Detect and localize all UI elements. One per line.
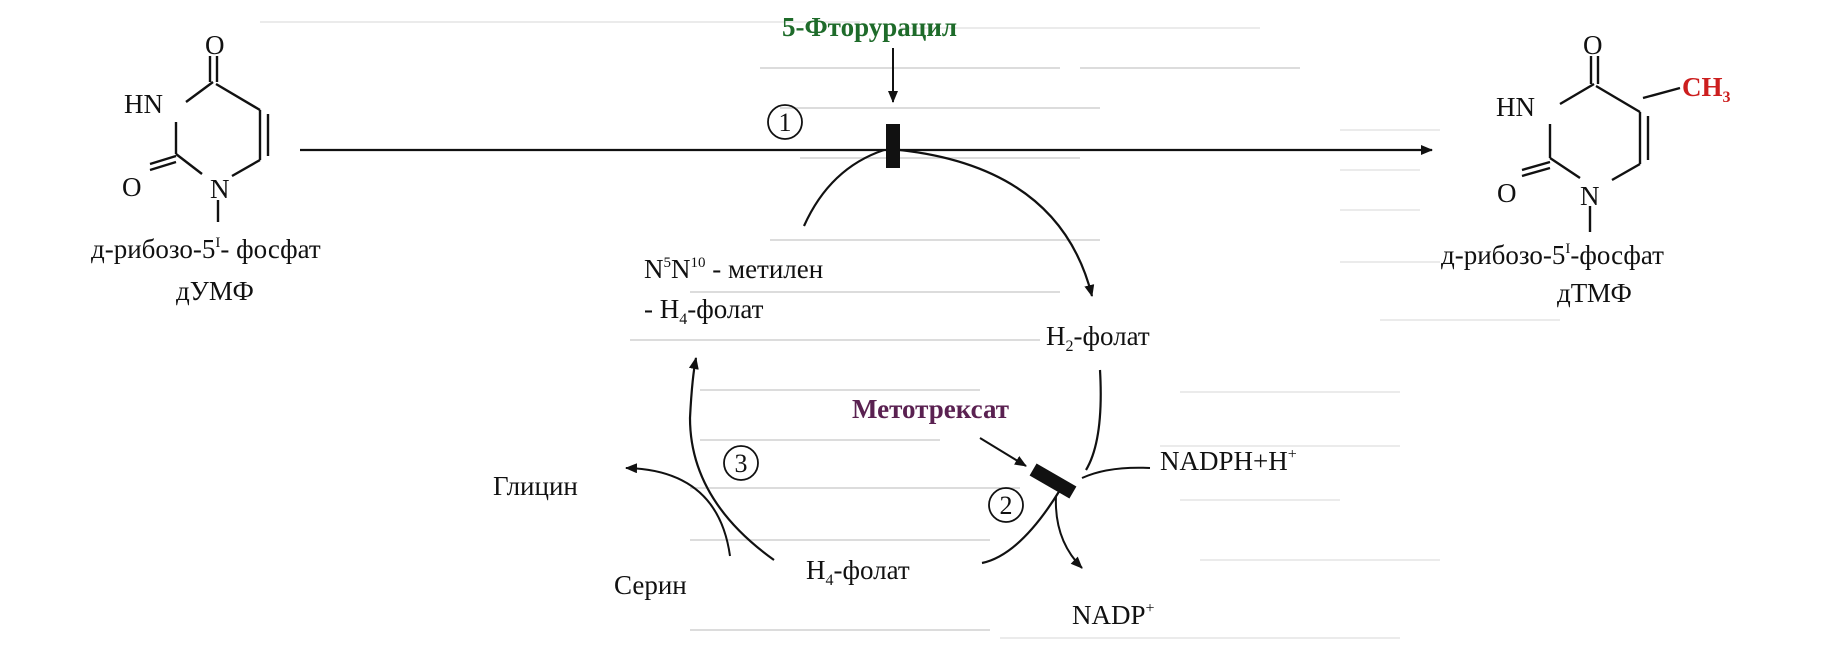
dump-name: дУМФ	[176, 276, 254, 306]
methylene-sub-4: 4	[679, 311, 687, 328]
dtmp-methyl-sub: 3	[1723, 89, 1731, 106]
step-3-label: 3	[735, 449, 748, 478]
methylene-n10: N	[671, 254, 691, 284]
cycle-arc-top-left	[802, 148, 885, 227]
dump-sugar-suffix: - фосфат	[220, 234, 321, 264]
dtmp-n: N	[1580, 181, 1600, 211]
cycle-arc-left	[688, 357, 775, 561]
cycle-arc-bottom-right	[981, 489, 1061, 565]
nadph-sup: +	[1288, 446, 1297, 463]
h4-folate: -фолат	[834, 555, 910, 585]
methotrexate-label: Метотрексат	[852, 394, 1009, 424]
methylene-sup-10: 10	[691, 255, 706, 271]
cycle-arc-right	[1085, 369, 1102, 471]
dump-sugar-prefix: д-рибозо-5	[91, 234, 215, 264]
methylene-folate: -фолат	[687, 294, 763, 324]
dump-o-top: O	[205, 30, 225, 60]
dtmp-sugar-suffix: -фосфат	[1570, 240, 1664, 270]
methotrexate-arrow	[979, 437, 1027, 467]
step-2-label: 2	[1000, 491, 1013, 520]
dtmp-methyl-ch: CH	[1682, 72, 1723, 102]
h4-folate-label: H4-фолат	[806, 555, 910, 589]
dtmp-name: дТМФ	[1557, 278, 1632, 308]
dtmp-sugar-label: д-рибозо-5I-фосфат	[1441, 240, 1664, 270]
methylene-thf-line1: N5N10 - метилен	[644, 254, 823, 284]
nadp-sup: +	[1146, 600, 1155, 617]
h4-sub: 4	[826, 572, 834, 589]
h4-h: H	[806, 555, 826, 585]
cycle-arc-top-right	[899, 148, 1095, 297]
methylene-thf-line2: - H4-фолат	[644, 294, 764, 328]
title: 5-Фторурацил	[782, 12, 957, 42]
dump-hn: HN	[124, 89, 163, 119]
step-1-label: 1	[779, 108, 792, 137]
nadp-arrow	[1054, 495, 1083, 569]
h2-folate-label: H2-фолат	[1046, 321, 1150, 355]
serine-glycine-arrow	[625, 463, 731, 557]
dtmp-o-left: O	[1497, 178, 1517, 208]
dtmp-sugar-sup: I	[1565, 241, 1570, 257]
dump-sugar-label: д-рибозо-5I- фосфат	[91, 234, 321, 264]
dtmp-structure	[1521, 56, 1681, 232]
nadp-label: NADP+	[1072, 600, 1155, 630]
dump-sugar-sup: I	[215, 235, 220, 251]
methylene-sup-5: 5	[664, 255, 672, 271]
nadph-arrow	[1081, 466, 1151, 479]
methylene-n5: N	[644, 254, 664, 284]
glycine-label: Глицин	[493, 471, 578, 501]
dtmp-methyl: CH3	[1682, 72, 1731, 106]
step-1-marker: 1	[767, 104, 803, 140]
h2-folate: -фолат	[1074, 321, 1150, 351]
methylene-h: - H	[644, 294, 679, 324]
step-3-marker: 3	[723, 445, 759, 481]
serine-label: Серин	[614, 570, 687, 600]
step-2-marker: 2	[988, 487, 1024, 523]
dtmp-o-top: O	[1583, 30, 1603, 60]
methotrexate-block	[1029, 463, 1077, 499]
dump-n: N	[210, 174, 230, 204]
h2-h: H	[1046, 321, 1066, 351]
dtmp-sugar-prefix: д-рибозо-5	[1441, 240, 1565, 270]
background-ghost-lines	[260, 21, 1560, 639]
dump-o-left: O	[122, 172, 142, 202]
h2-sub: 2	[1066, 338, 1074, 355]
dump-structure	[149, 56, 270, 222]
nadph-text: NADPH+H	[1160, 446, 1288, 476]
dtmp-hn: HN	[1496, 92, 1535, 122]
nadph-label: NADPH+H+	[1160, 446, 1297, 476]
nadp-text: NADP	[1072, 600, 1146, 630]
fluorouracil-block	[886, 124, 900, 168]
methylene-word: - метилен	[706, 254, 824, 284]
